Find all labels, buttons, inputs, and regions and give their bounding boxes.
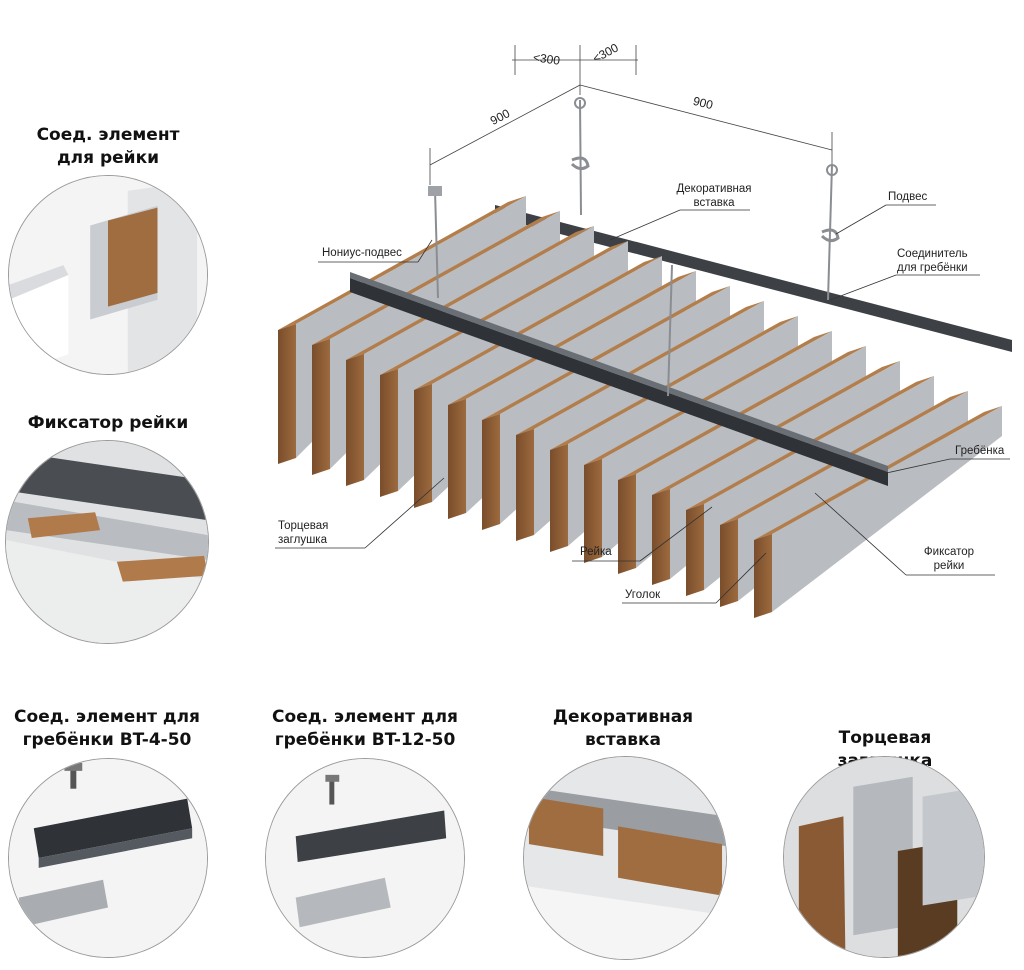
callout-corner: Уголок [625,589,661,601]
callout-connector-line2: для гребёнки [897,262,968,274]
detail-heading-slat-connector: Соед. элемент для рейки [28,124,188,170]
hanger-clips [428,97,840,243]
callout-end-cap-line2: заглушка [278,534,327,546]
slat-top [346,226,594,360]
slat-end [720,519,738,607]
callout-slat-fixator: Фиксатор рейки [912,545,986,573]
slat-top [584,331,832,465]
detail-heading-decorative-line2: вставка [585,730,661,750]
callout-end-cap-line1: Торцевая [278,520,329,532]
detail-heading-bt4-line2: гребёнки BT-4-50 [22,730,192,750]
back-rail [495,205,1012,352]
slat-end [482,414,500,530]
slat-end [618,474,636,574]
callout-decorative-insert: Декоративная вставка [672,182,756,210]
main-rail [350,272,888,486]
slat-top [278,196,526,330]
callout-comb-connector: Соединитель для гребёнки [897,247,968,275]
slat-end [754,534,772,618]
slat-end [686,504,704,596]
slat-end [414,384,432,508]
detail-heading-decorative-line1: Декоративная [552,707,694,727]
detail-heading-slat-fixator: Фиксатор рейки [27,413,189,433]
slat-top [448,271,696,405]
slat-end [550,444,568,552]
detail-heading-bt4-line1: Соед. элемент для [14,707,200,727]
callout-connector-line1: Соединитель [897,248,968,260]
slat-end [312,339,330,475]
slat-end [652,489,670,585]
slat-end [278,324,296,464]
callout-decorative-line1: Декоративная [676,183,752,195]
detail-heading-slat-connector-line1: Соед. элемент [36,125,180,145]
dimension-lines [429,45,833,185]
callout-podves: Подвес [888,191,928,203]
slat-end [584,459,602,563]
slat-side [772,406,1002,612]
slat-end [448,399,466,519]
detail-circle-decorative-insert [523,756,727,960]
slat-end [346,354,364,486]
slat-end [516,429,534,541]
detail-circle-slat-connector [8,175,208,375]
slat-top [414,256,662,390]
detail-heading-bt4: Соед. элемент для гребёнки BT-4-50 [12,706,202,752]
slat-top [516,301,764,435]
hangers [434,99,833,397]
detail-heading-bt12-line2: гребёнки BT-12-50 [274,730,456,750]
callout-comb: Гребёнка [955,445,1005,457]
slat-end [380,369,398,497]
detail-heading-bt12-line1: Соед. элемент для [272,707,458,727]
detail-heading-decorative-insert: Декоративная вставка [548,706,698,752]
detail-circle-end-cap [783,756,985,958]
slat-top [618,346,866,480]
callout-decorative-line2: вставка [693,197,735,209]
detail-circle-bt12 [265,758,465,958]
callout-nonius: Нониус-подвес [322,247,402,259]
detail-heading-bt12: Соед. элемент для гребёнки BT-12-50 [270,706,460,752]
callout-slat: Рейка [580,546,612,558]
callout-end-cap: Торцевая заглушка [278,519,328,547]
detail-circle-bt4 [8,758,208,958]
slat-top [550,316,798,450]
detail-circle-slat-fixator [5,440,209,644]
detail-heading-slat-connector-line2: для рейки [56,148,160,168]
slat-top [482,286,730,420]
leader-lines [275,204,1010,604]
callout-fixator-line2: рейки [933,560,965,572]
ceiling-assembly-diagram [275,45,1012,618]
slat-top [380,241,628,375]
slats-group [278,196,1002,618]
callout-fixator-line1: Фиксатор [923,546,975,558]
slat-top [312,211,560,345]
